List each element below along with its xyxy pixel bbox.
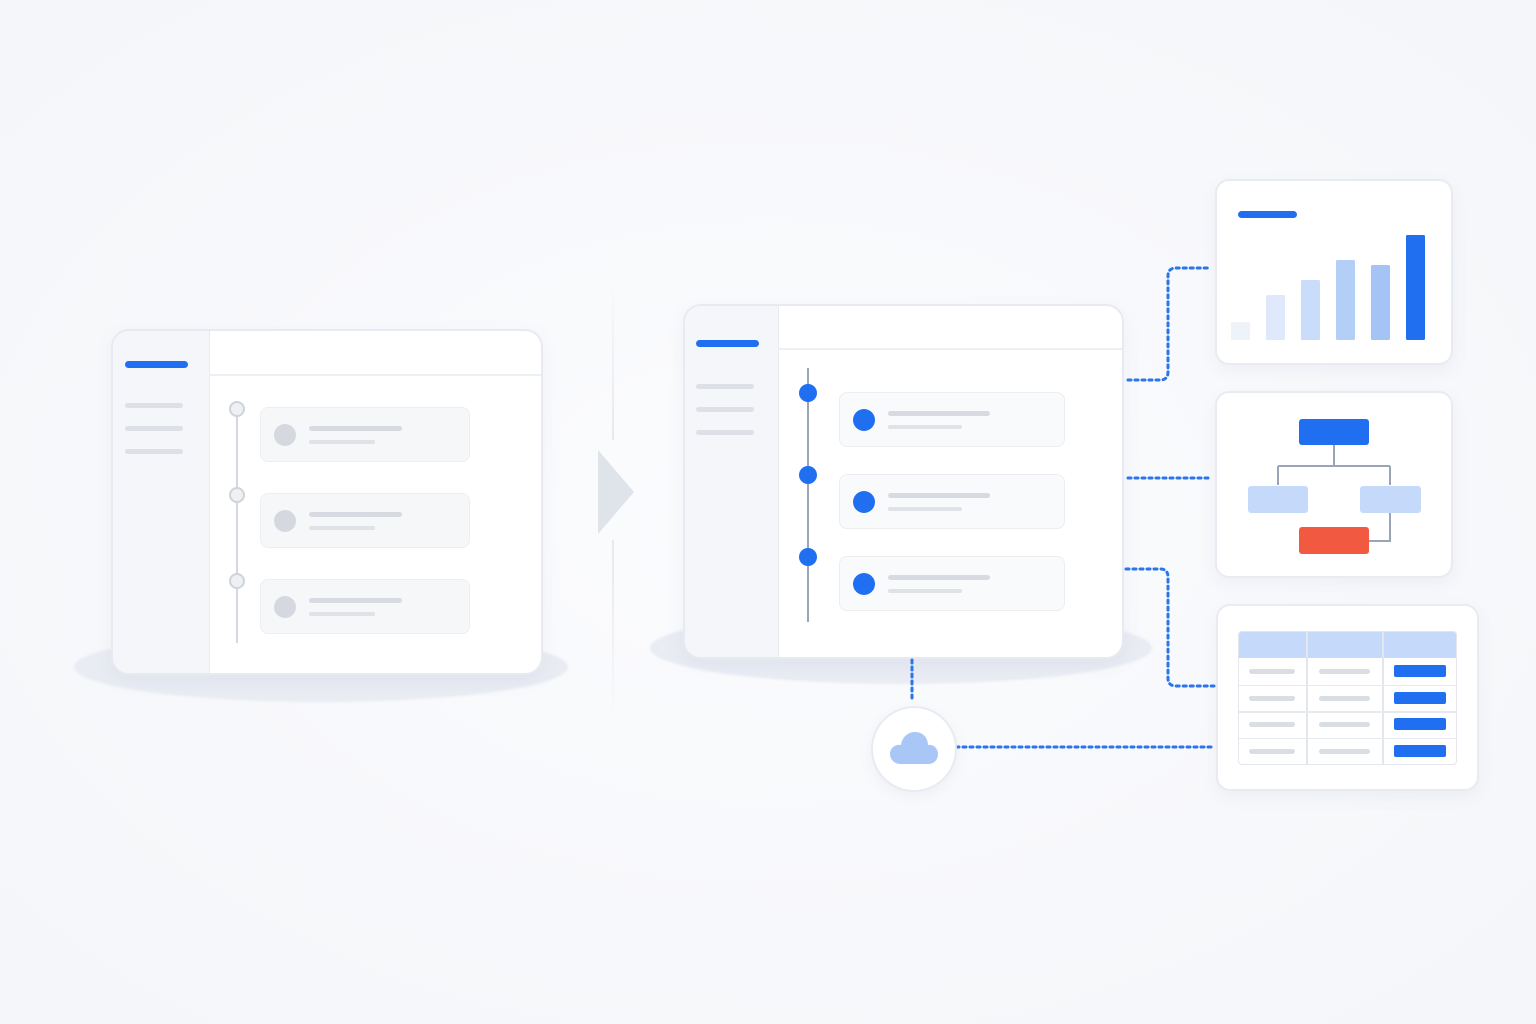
divider-line-bottom (612, 540, 614, 710)
flow-node-left (1248, 486, 1308, 513)
table-row (1239, 685, 1456, 711)
sidebar-active-item (696, 340, 759, 347)
table-cell (1249, 722, 1295, 727)
flow-node-right (1360, 486, 1421, 513)
card-status-dot-active (853, 408, 875, 431)
table-row (1239, 658, 1456, 684)
timeline-card (839, 392, 1065, 447)
card-title-line (309, 597, 402, 603)
timeline-card (260, 493, 470, 548)
card-title-line (888, 492, 990, 498)
table-row-divider (1239, 684, 1456, 686)
sidebar-item (696, 430, 754, 435)
timeline-node-inactive (229, 573, 245, 589)
table-row (1239, 711, 1456, 737)
timeline-node-active (799, 548, 817, 566)
sidebar-item (696, 384, 754, 389)
after-timeline-line (807, 368, 809, 622)
table-status-cell (1394, 718, 1446, 730)
card-subtitle-line (888, 506, 962, 511)
table-row-divider (1239, 737, 1456, 739)
after-window (683, 304, 1124, 659)
bar-chart (1231, 235, 1425, 340)
table-cell (1249, 669, 1295, 674)
after-sidebar (685, 306, 779, 657)
divider-line-top (612, 290, 614, 440)
timeline-node-active (799, 466, 817, 484)
card-title-line (309, 511, 402, 517)
timeline-node-inactive (229, 487, 245, 503)
table-col-divider (1306, 632, 1308, 764)
before-timeline-line (236, 415, 238, 643)
table-cell (1249, 748, 1295, 754)
card-title-line (888, 410, 990, 416)
table-cell (1319, 748, 1370, 754)
before-sidebar (113, 331, 210, 673)
timeline-card (260, 407, 470, 462)
card-status-dot-active (853, 490, 875, 513)
table-cell (1249, 695, 1295, 701)
card-subtitle-line (888, 588, 962, 593)
card-subtitle-line (309, 525, 375, 530)
table-cell (1319, 722, 1370, 727)
table (1238, 631, 1457, 765)
card-subtitle-line (888, 424, 962, 429)
card-title-line (309, 425, 402, 431)
chart-title-bar (1238, 211, 1297, 218)
table-panel (1216, 604, 1479, 791)
cloud-icon (890, 732, 938, 764)
table-col-divider (1382, 632, 1384, 764)
chart-bar-3 (1301, 280, 1320, 340)
chart-bar-4 (1336, 260, 1355, 340)
before-topbar (209, 331, 541, 376)
table-row (1239, 738, 1456, 764)
table-status-cell (1394, 691, 1446, 704)
connector-to-chart (1126, 266, 1212, 382)
chart-bar-1 (1231, 322, 1250, 340)
timeline-card (260, 579, 470, 634)
card-subtitle-line (309, 611, 375, 616)
table-header (1239, 632, 1456, 658)
cloud-node (871, 706, 957, 792)
timeline-card (839, 556, 1065, 611)
before-window (111, 329, 543, 675)
chart-bar-5 (1371, 265, 1390, 340)
chart-bar-6 (1406, 235, 1425, 340)
timeline-card (839, 474, 1065, 529)
table-row-divider (1239, 711, 1456, 713)
card-status-dot (274, 595, 296, 618)
flowchart (1248, 419, 1421, 554)
card-status-dot-active (853, 572, 875, 595)
card-status-dot (274, 509, 296, 532)
card-title-line (888, 574, 990, 580)
connector-to-table (1124, 567, 1216, 688)
sidebar-active-item (125, 361, 188, 368)
flow-node-result (1299, 527, 1369, 554)
flowchart-panel (1215, 391, 1453, 578)
table-status-cell (1394, 744, 1446, 757)
flow-node-root (1299, 419, 1369, 445)
flow-edge (1369, 513, 1391, 542)
card-subtitle-line (309, 439, 375, 444)
sidebar-item (125, 449, 183, 454)
table-cell (1319, 669, 1370, 674)
play-arrow-icon (598, 450, 634, 534)
sidebar-item (696, 407, 754, 412)
table-status-cell (1394, 665, 1446, 677)
sidebar-item (125, 403, 183, 408)
after-topbar (778, 306, 1122, 350)
table-cell (1319, 695, 1370, 701)
card-status-dot (274, 423, 296, 446)
sidebar-item (125, 426, 183, 431)
bar-chart-panel (1215, 179, 1453, 365)
timeline-node-active (799, 384, 817, 402)
chart-bar-2 (1266, 295, 1285, 340)
timeline-node-inactive (229, 401, 245, 417)
